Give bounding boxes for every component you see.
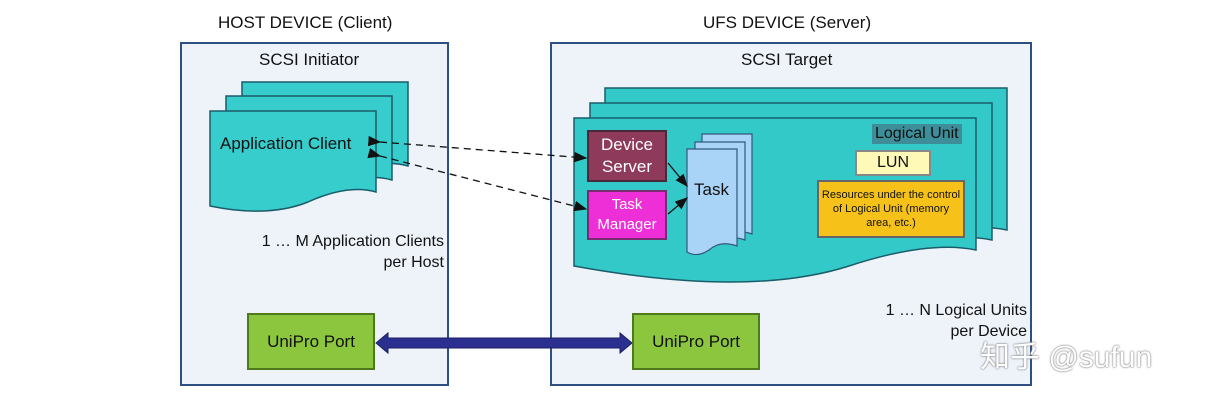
unipro-link-arrow [375, 331, 633, 355]
task-stack [686, 133, 753, 256]
arrow-device-server-to-task [667, 162, 688, 188]
application-client-label: Application Client [220, 134, 352, 153]
task-label: Task [694, 180, 729, 199]
logical-unit-label: Logical Unit [872, 124, 962, 144]
dashed-arrow-to-device-server [367, 135, 588, 163]
scsi-initiator-label: SCSI Initiator [259, 50, 360, 69]
ufs-device-heading: UFS DEVICE (Server) [703, 13, 872, 32]
scsi-target-label: SCSI Target [741, 50, 833, 69]
application-clients-count-label: 1 … M Application Clients per Host [261, 233, 444, 271]
device-server-box: Device Server [587, 130, 667, 182]
watermark-text: 知乎 @sufun [980, 341, 1153, 374]
device-unipro-port: UniPro Port [632, 313, 760, 370]
task-doc-front [686, 148, 738, 256]
host-device-heading: HOST DEVICE (Client) [218, 13, 393, 32]
host-unipro-port: UniPro Port [247, 313, 375, 370]
resources-box: Resources under the control of Logical U… [817, 180, 965, 238]
logical-units-count-label: 1 … N Logical Units per Device [885, 302, 1027, 340]
dashed-arrow-to-task-manager [367, 148, 588, 212]
arrow-task-manager-to-task [667, 197, 688, 215]
app-client-doc-front [209, 110, 377, 212]
lun-box: LUN [855, 150, 931, 176]
task-manager-box: Task Manager [587, 190, 667, 240]
